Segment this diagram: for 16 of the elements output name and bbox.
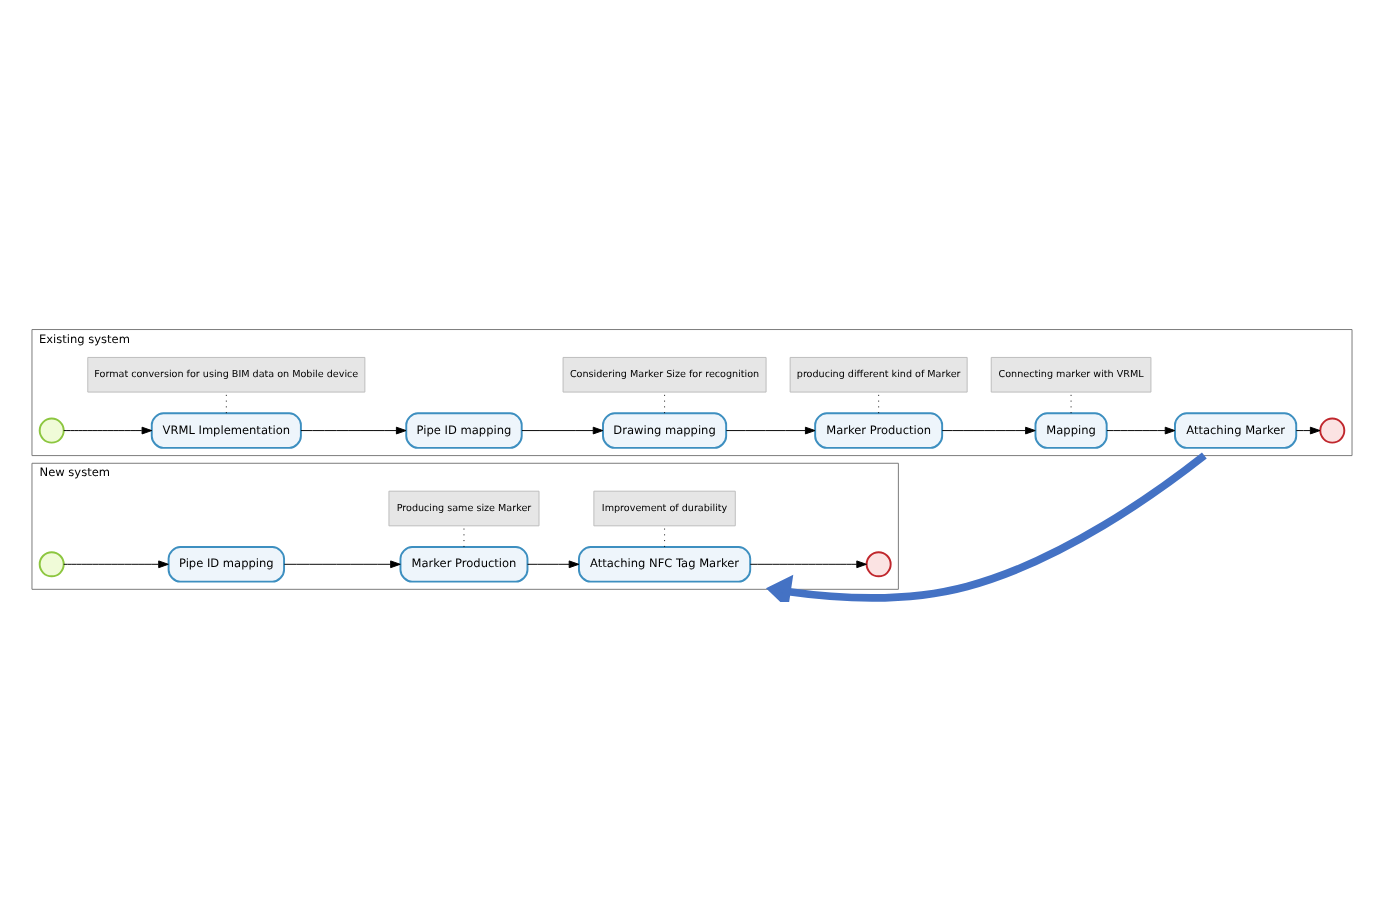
arrow <box>527 560 580 569</box>
node-circle <box>865 551 892 578</box>
arrow <box>749 560 867 569</box>
node-circle <box>38 417 65 444</box>
node-circle <box>1319 417 1346 444</box>
arrow <box>521 426 604 435</box>
arrow <box>1106 426 1176 435</box>
arrow <box>300 426 407 435</box>
arrow <box>63 426 153 435</box>
arrow <box>941 426 1036 435</box>
arrow <box>765 452 1207 602</box>
node-circle <box>38 551 65 578</box>
arrow <box>1295 426 1321 435</box>
arrow <box>63 560 169 569</box>
arrow <box>725 426 816 435</box>
arrow <box>283 560 401 569</box>
